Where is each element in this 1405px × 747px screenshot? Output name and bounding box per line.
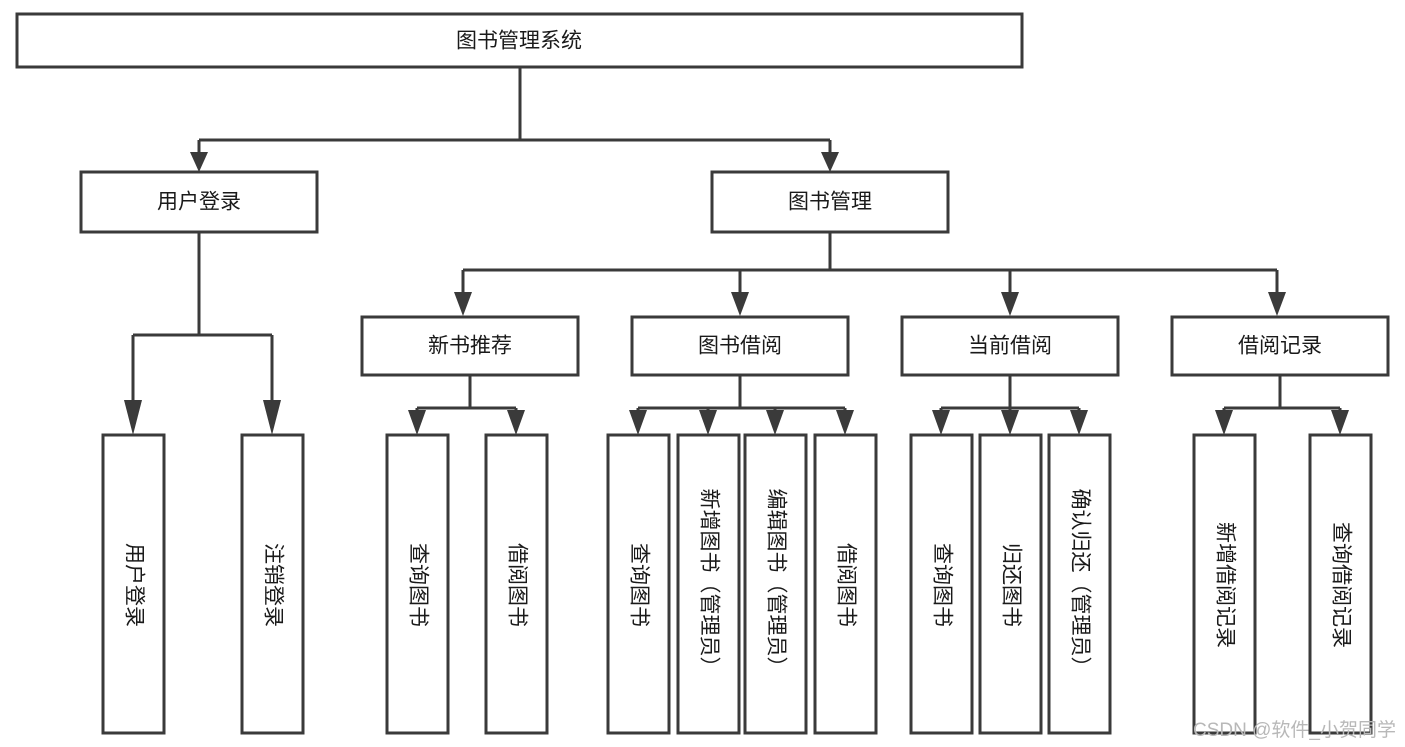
leaf-current-borrow-2-label: 归还图书 <box>999 543 1022 627</box>
node-book-management[interactable]: 图书管理 <box>710 170 950 234</box>
leaf-user-login-1-box[interactable] <box>101 433 166 735</box>
node-book-management-label: 图书管理 <box>788 191 872 214</box>
arrow-head-login-leaf-2 <box>263 400 281 435</box>
node-new-book-recommend[interactable]: 新书推荐 <box>360 315 580 377</box>
leaf-new-book-2-box[interactable] <box>484 433 549 735</box>
node-user-login-box[interactable] <box>79 170 319 234</box>
node-current-borrow-label: 当前借阅 <box>968 335 1052 358</box>
arrow-head-borrowrecord-leaf-2 <box>1331 410 1349 435</box>
arrow-head-bookborrow-leaf-2 <box>699 410 717 435</box>
leaf-book-borrow-4[interactable]: 借阅图书 <box>813 433 878 735</box>
arrow-head-currentborrow-leaf-3 <box>1070 410 1088 435</box>
node-borrow-record-box[interactable] <box>1170 315 1390 377</box>
leaf-user-login-1-label: 用户登录 <box>122 543 145 627</box>
leaf-book-borrow-2-label: 新增图书（管理员） <box>697 489 720 678</box>
watermark-label: CSDN @软件_小贺同学 <box>1193 719 1396 741</box>
leaf-book-borrow-3[interactable]: 编辑图书（管理员） <box>743 433 808 735</box>
leaf-book-borrow-3-label: 编辑图书（管理员） <box>764 489 787 678</box>
node-borrow-record[interactable]: 借阅记录 <box>1170 315 1390 377</box>
leaf-current-borrow-2-box[interactable] <box>978 433 1043 735</box>
arrow-head-bookborrow-leaf-1 <box>629 410 647 435</box>
node-root-label: 图书管理系统 <box>456 30 582 53</box>
node-root-box[interactable] <box>15 12 1024 69</box>
arrow-head-login-leaf-1 <box>124 400 142 435</box>
leaf-book-borrow-3-box[interactable] <box>743 433 808 735</box>
leaf-borrow-record-2[interactable]: 查询借阅记录 <box>1308 433 1373 735</box>
leaf-current-borrow-3-box[interactable] <box>1047 433 1112 735</box>
node-book-borrow-box[interactable] <box>630 315 850 377</box>
arrow-head-bookborrow-leaf-4 <box>836 410 854 435</box>
arrow-head-to-new-book <box>454 292 472 316</box>
leaf-user-login-2-box[interactable] <box>240 433 305 735</box>
leaf-book-borrow-1-label: 查询图书 <box>627 543 650 627</box>
leaf-book-borrow-4-box[interactable] <box>813 433 878 735</box>
node-user-login[interactable]: 用户登录 <box>79 170 319 234</box>
arrow-head-currentborrow-leaf-2 <box>1001 410 1019 435</box>
leaf-current-borrow-2[interactable]: 归还图书 <box>978 433 1043 735</box>
arrow-head-to-user-login <box>190 152 208 172</box>
leaf-borrow-record-1-label: 新增借阅记录 <box>1213 522 1236 648</box>
node-new-book-recommend-label: 新书推荐 <box>428 335 512 358</box>
node-borrow-record-label: 借阅记录 <box>1238 335 1322 358</box>
node-user-login-label: 用户登录 <box>157 191 241 214</box>
arrow-head-to-book-mgmt <box>821 152 839 172</box>
leaf-current-borrow-1-label: 查询图书 <box>930 543 953 627</box>
node-new-book-recommend-box[interactable] <box>360 315 580 377</box>
arrow-head-to-current-borrow <box>1001 292 1019 316</box>
leaf-new-book-2-label: 借阅图书 <box>505 543 528 627</box>
leaf-new-book-2[interactable]: 借阅图书 <box>484 433 549 735</box>
leaf-book-borrow-2-box[interactable] <box>676 433 741 735</box>
leaf-user-login-1[interactable]: 用户登录 <box>101 433 166 735</box>
arrow-head-borrowrecord-leaf-1 <box>1215 410 1233 435</box>
arrow-head-to-borrow-record <box>1268 292 1286 316</box>
leaf-book-borrow-1[interactable]: 查询图书 <box>606 433 671 735</box>
node-book-borrow[interactable]: 图书借阅 <box>630 315 850 377</box>
arrow-head-bookborrow-leaf-3 <box>766 410 784 435</box>
leaf-new-book-1[interactable]: 查询图书 <box>385 433 450 735</box>
leaf-book-borrow-4-label: 借阅图书 <box>834 543 857 627</box>
leaf-new-book-1-box[interactable] <box>385 433 450 735</box>
leaf-book-borrow-2[interactable]: 新增图书（管理员） <box>676 433 741 735</box>
node-current-borrow-box[interactable] <box>900 315 1120 377</box>
leaf-current-borrow-1-box[interactable] <box>909 433 974 735</box>
leaf-borrow-record-1-box[interactable] <box>1192 433 1257 735</box>
connector-layer <box>124 67 1349 435</box>
node-root-system[interactable]: 图书管理系统 <box>15 12 1024 69</box>
leaf-new-book-1-label: 查询图书 <box>406 543 429 627</box>
arrow-head-currentborrow-leaf-1 <box>932 410 950 435</box>
node-book-borrow-label: 图书借阅 <box>698 335 782 358</box>
leaf-current-borrow-1[interactable]: 查询图书 <box>909 433 974 735</box>
leaf-borrow-record-2-box[interactable] <box>1308 433 1373 735</box>
leaf-book-borrow-1-box[interactable] <box>606 433 671 735</box>
arrow-head-newbook-leaf-1 <box>408 410 426 435</box>
leaf-borrow-record-1[interactable]: 新增借阅记录 <box>1192 433 1257 735</box>
leaf-user-login-2-label: 注销登录 <box>261 543 284 627</box>
arrow-head-newbook-leaf-2 <box>507 410 525 435</box>
leaf-borrow-record-2-label: 查询借阅记录 <box>1329 522 1352 648</box>
node-current-borrow[interactable]: 当前借阅 <box>900 315 1120 377</box>
node-book-management-box[interactable] <box>710 170 950 234</box>
leaf-current-borrow-3[interactable]: 确认归还（管理员） <box>1047 433 1112 735</box>
leaf-user-login-2[interactable]: 注销登录 <box>240 433 305 735</box>
leaf-current-borrow-3-label: 确认归还（管理员） <box>1068 489 1091 678</box>
arrow-head-to-book-borrow <box>731 292 749 316</box>
